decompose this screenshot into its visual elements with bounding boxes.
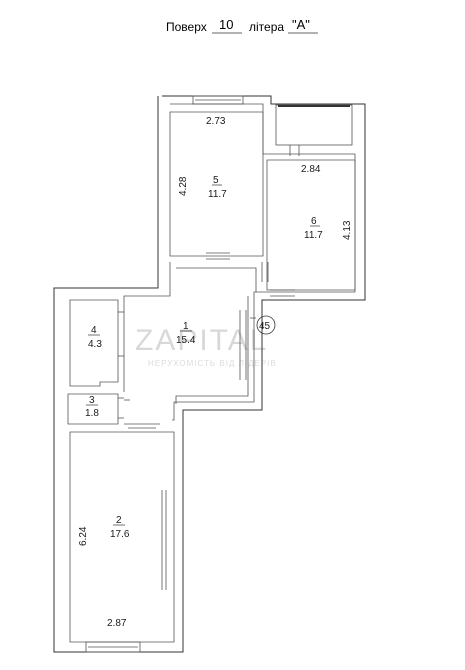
letter-word: літера <box>249 20 284 34</box>
room-6-walls <box>261 159 356 297</box>
room-5-length: 4.28 <box>178 176 189 196</box>
room-1-area: 15.4 <box>176 335 196 346</box>
room-3-number: 3 <box>89 395 95 406</box>
outer-walls <box>53 95 366 653</box>
balcony <box>275 104 353 156</box>
watermark-tagline: НЕРУХОМІСТЬ ВІД ЛІДЕРІВ <box>148 359 277 368</box>
room-2-area: 17.6 <box>110 529 130 540</box>
letter-value: "А" <box>292 17 310 32</box>
floor-number: 10 <box>219 17 233 32</box>
room-3-area: 1.8 <box>85 408 99 419</box>
room-5-walls <box>169 95 264 260</box>
room-4-area: 4.3 <box>88 339 102 350</box>
room-1-number: 1 <box>183 321 189 332</box>
room-6-number: 6 <box>311 216 317 227</box>
floor-word: Поверх <box>166 20 207 34</box>
room-2-walls <box>69 423 175 653</box>
room-3-walls <box>67 393 130 425</box>
room-2-length: 6.24 <box>78 526 89 546</box>
marker-circle <box>256 315 276 335</box>
room-4-walls <box>69 299 124 387</box>
room-5-width: 2.73 <box>206 116 226 127</box>
room-5-number: 5 <box>213 175 219 186</box>
room-1-walls <box>123 262 257 404</box>
room-6-length: 4.13 <box>342 220 353 240</box>
watermark-brand: ZAPITAL <box>135 324 268 357</box>
room-6-width: 2.84 <box>301 164 321 175</box>
room-6-area: 11.7 <box>304 230 323 241</box>
room-2-width: 2.87 <box>107 618 127 629</box>
room-5-area: 11.7 <box>208 189 227 200</box>
room-4-number: 4 <box>91 325 97 336</box>
marker-number: 45 <box>259 321 271 332</box>
room-2-number: 2 <box>116 515 122 526</box>
